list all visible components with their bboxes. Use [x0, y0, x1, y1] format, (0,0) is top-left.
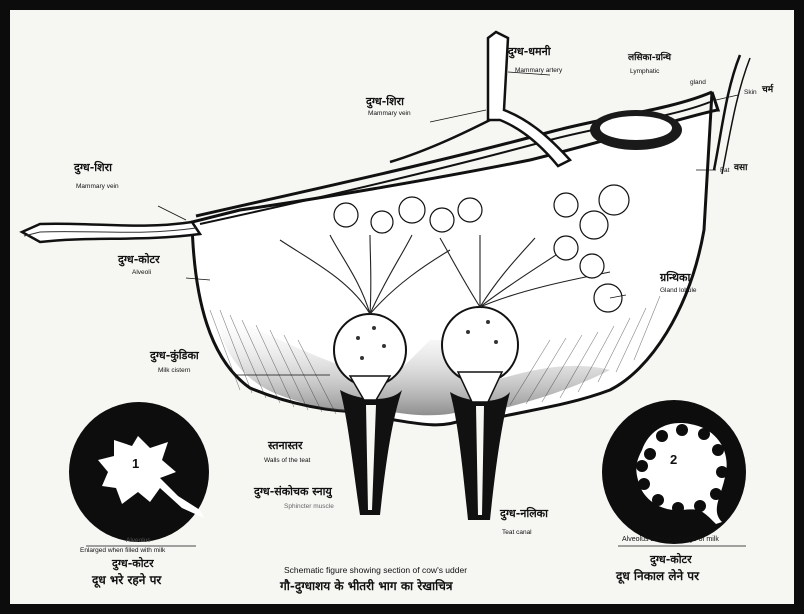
milk-cistern-label-en: Milk cistern: [158, 368, 191, 375]
diagram-frame: दुग्ध-धमनी Mammary artery लसिका-ग्रन्थि …: [10, 10, 794, 604]
inset-left-caption-hi1: दुग्ध-कोटर: [112, 558, 154, 570]
milk-cistern-label-hi: दुग्ध-कुंडिका: [150, 350, 199, 362]
sphincter-label-hi: दुग्ध-संकोचक स्नायु: [254, 486, 332, 498]
alveoli-label-en: Alveoli: [132, 270, 151, 277]
mammary-vein-top-label-hi: दुग्ध-शिरा: [366, 96, 404, 108]
skin-label-hi: चर्म: [762, 86, 773, 95]
mammary-vein-left-label-en: Mammary vein: [76, 184, 119, 191]
inset-left-caption-en1: Alveolus: [126, 538, 151, 545]
teat-canal-label-hi: दुग्ध-नलिका: [500, 508, 548, 520]
figure-caption-en: Schematic figure showing section of cow'…: [284, 566, 467, 575]
inset-right-caption-hi2: दूध निकाल लेने पर: [616, 570, 699, 583]
gland-lobule-label-en: Gland lobule: [660, 288, 697, 295]
inset-filled-alveolus: [69, 402, 209, 542]
sphincter-label-en: Sphincter muscle: [284, 504, 334, 511]
skin-line: [714, 55, 740, 170]
lymphatic-gland-label-hi: लसिका-ग्रन्थि: [628, 54, 671, 63]
inset-discharged-alveolus: [602, 400, 746, 544]
alveoli-label-hi: दुग्ध-कोटर: [118, 254, 160, 266]
inset-left-caption-en2: Enlarged when filled with milk: [80, 548, 165, 555]
figure-caption-hi: गौ-दुग्धाशय के भीतरी भाग का रेखाचित्र: [280, 580, 453, 593]
skin-label-en: Skin: [744, 90, 757, 97]
teat-wall-label-en: Walls of the teat: [264, 458, 310, 465]
lymphatic-gland-label-en2: gland: [690, 80, 706, 87]
mammary-artery-label-hi: दुग्ध-धमनी: [508, 46, 551, 58]
fat-label-en: Fat: [720, 168, 729, 175]
teat-canal-label-en: Teat canal: [502, 530, 532, 537]
inset-left-caption-hi2: दूध भरे रहने पर: [92, 574, 161, 587]
mammary-vein-top-label-en: Mammary vein: [368, 111, 411, 118]
inset-right-caption-hi1: दुग्ध-कोटर: [650, 554, 692, 566]
fat-label-hi: वसा: [734, 164, 747, 173]
inset-left-number: 1: [132, 456, 139, 471]
mammary-artery-label-en: Mammary artery: [515, 68, 562, 75]
inset-right-caption-en: Alveolus after discharge of milk: [622, 536, 719, 543]
inset-right-number: 2: [670, 452, 677, 467]
mammary-vein-left-label-hi: दुग्ध-शिरा: [74, 162, 112, 174]
teat-wall-label-hi: स्तनास्तर: [268, 440, 303, 452]
lymphatic-gland-label-en1: Lymphatic: [630, 69, 659, 76]
gland-lobule-label-hi: ग्रन्थिका: [660, 272, 690, 284]
